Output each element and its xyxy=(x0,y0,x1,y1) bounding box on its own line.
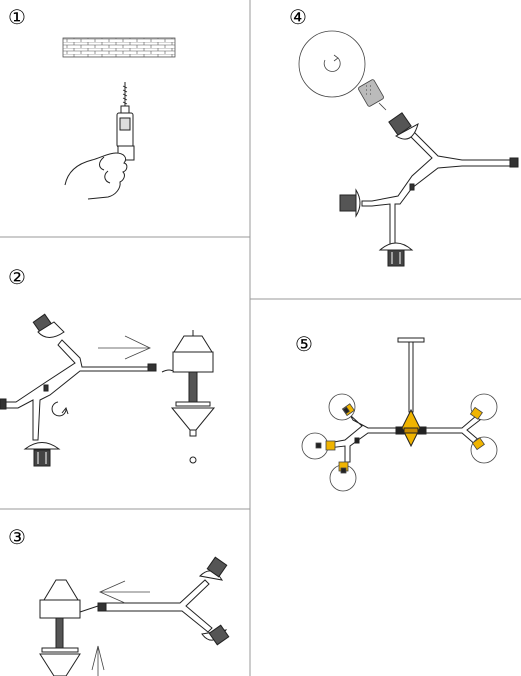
arrow-icon xyxy=(99,580,150,604)
step-4-number: ④ xyxy=(289,5,307,29)
cable-reel-icon xyxy=(298,30,366,98)
arrow-icon xyxy=(98,335,151,360)
socket-cup-bottom xyxy=(201,624,230,646)
canopy-icon xyxy=(161,330,216,464)
globe-icon xyxy=(470,436,498,464)
step-4-panel: ④ xyxy=(289,5,519,267)
socket-cup-bottom xyxy=(23,442,61,467)
step-2-number: ② xyxy=(8,265,26,289)
ceiling-rod xyxy=(397,337,425,413)
hand-drill-icon xyxy=(64,82,135,200)
arm-assembly xyxy=(97,579,213,633)
center-body xyxy=(401,408,421,448)
canopy-icon xyxy=(39,579,99,676)
step-5-number: ⑤ xyxy=(295,332,313,356)
step-3-panel: ③ xyxy=(8,525,230,676)
wall-brick-icon xyxy=(62,37,176,58)
socket-cup-top xyxy=(388,112,419,140)
arrow-icon xyxy=(91,645,105,676)
connector-icon xyxy=(358,79,387,111)
globe-icon xyxy=(329,461,357,492)
socket-cup-top xyxy=(198,556,228,581)
socket-cup-left xyxy=(339,188,361,218)
step-1-panel: ① xyxy=(8,5,176,200)
globe-icon xyxy=(328,393,356,421)
rotate-arrow-icon xyxy=(51,401,67,417)
globe-icon xyxy=(301,432,336,460)
socket-cup-top xyxy=(32,313,65,338)
arm-assembly xyxy=(361,131,519,249)
step-3-number: ③ xyxy=(8,525,26,549)
step-1-number: ① xyxy=(8,5,26,29)
globe-icon xyxy=(469,393,498,421)
arm-assembly xyxy=(0,339,157,441)
socket-cup-bottom xyxy=(378,242,414,267)
step-5-panel: ⑤ xyxy=(295,332,498,492)
step-2-panel: ② xyxy=(0,265,216,467)
